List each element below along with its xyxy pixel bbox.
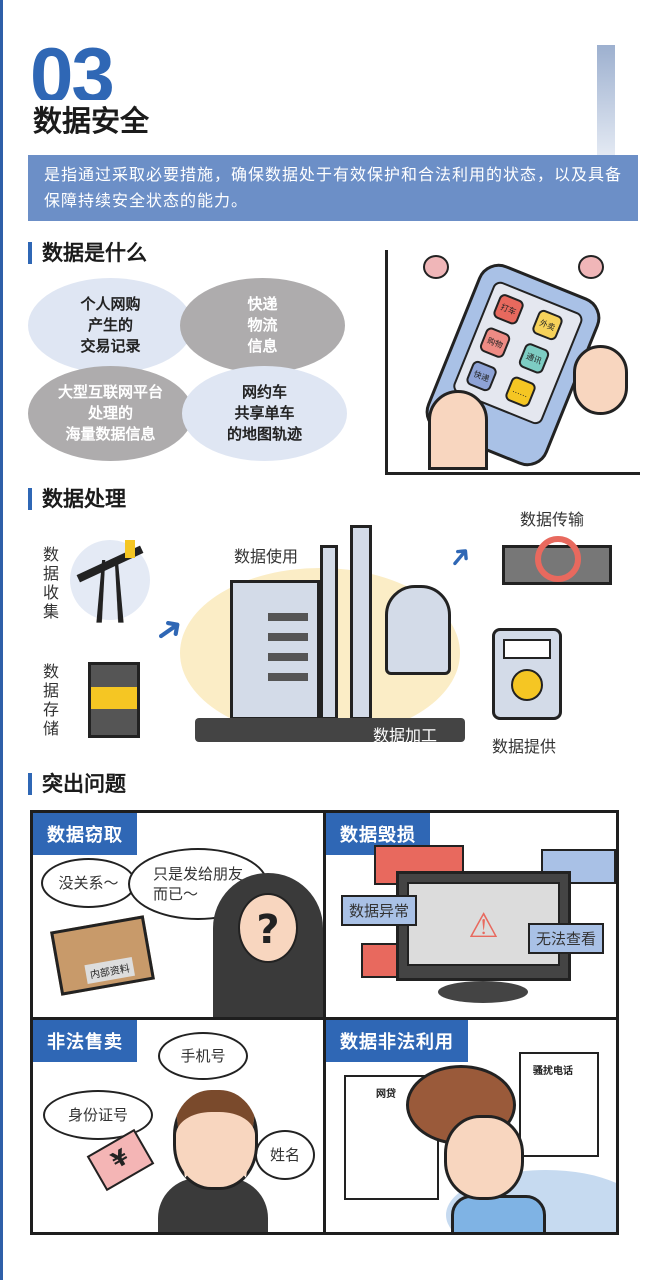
factory-base xyxy=(195,718,465,742)
item-map-tracks: 网约车 共享单车 的地图轨迹 xyxy=(182,366,347,461)
error-tag: 无法查看 xyxy=(528,923,605,954)
document-box-icon: 内部资料 xyxy=(50,915,155,996)
app-delivery: 快递 xyxy=(464,359,499,393)
item-platform-data: 大型互联网平台 处理的 海量数据信息 xyxy=(28,366,193,461)
speech-bubble: 姓名 xyxy=(255,1130,315,1180)
label-provide: 数据提供 xyxy=(492,737,557,756)
hooded-figure: ? xyxy=(213,873,323,1017)
fuel-pump-icon xyxy=(492,628,562,720)
person-face xyxy=(173,1090,258,1190)
hand-icon xyxy=(573,345,628,415)
document-harassment-call: 骚扰电话 xyxy=(519,1052,599,1157)
oil-barrel-icon xyxy=(88,662,140,738)
person-face xyxy=(444,1115,524,1200)
app-shopping: 购物 xyxy=(478,325,512,360)
document-title: 骚扰电话 xyxy=(533,1066,573,1077)
monitor-stand xyxy=(438,981,528,1003)
panel-title: 数据窃取 xyxy=(33,813,137,855)
label-use: 数据使用 xyxy=(234,547,299,566)
error-tag: 数据异常 xyxy=(341,895,418,926)
section-number: 03 xyxy=(30,40,113,100)
phone-illustration: 打车 外卖 购物 通讯 快递 …… xyxy=(385,250,640,475)
section-heading-issues: 突出问题 xyxy=(28,773,126,795)
flower-icon xyxy=(578,255,604,279)
speech-bubble: 手机号 xyxy=(158,1032,248,1080)
panel-illegal-sale: 非法售卖 手机号 身份证号 姓名 ¥ xyxy=(30,1017,326,1235)
app-more: …… xyxy=(503,374,538,409)
panel-title: 非法售卖 xyxy=(33,1020,137,1062)
label-store: 数据存储 xyxy=(42,662,59,738)
left-border xyxy=(0,0,3,1280)
speech-bubble: 没关系～ xyxy=(41,858,136,908)
panel-illegal-use: 数据非法利用 网贷 骚扰电话 xyxy=(323,1017,619,1235)
question-mark-icon: ? xyxy=(238,893,298,963)
app-taxi: 打车 xyxy=(491,292,526,327)
item-logistics: 快递 物流 信息 xyxy=(180,278,345,373)
section-heading-processing: 数据处理 xyxy=(28,488,126,510)
box-label: 内部资料 xyxy=(84,956,135,984)
arrow-icon: ➜ xyxy=(439,536,480,577)
chimney-icon xyxy=(320,545,338,720)
skyline-illustration xyxy=(597,45,615,155)
tank-icon xyxy=(385,585,451,675)
oil-pump-icon xyxy=(70,540,150,623)
flower-icon xyxy=(423,255,449,279)
section-heading-what: 数据是什么 xyxy=(28,242,147,264)
label-collect: 数据收集 xyxy=(42,545,59,621)
label-process: 数据加工 xyxy=(373,726,438,745)
chimney-icon xyxy=(350,525,372,720)
document-title: 网贷 xyxy=(376,1089,396,1100)
panel-data-damage: 数据毁损 ⚠ 数据异常 无法查看 xyxy=(323,810,619,1020)
page-title: 数据安全 xyxy=(33,104,150,138)
panel-data-theft: 数据窃取 没关系～ 只是发给朋友 而已～ ? 内部资料 xyxy=(30,810,326,1020)
app-takeout: 外卖 xyxy=(530,308,565,342)
item-online-shopping: 个人网购 产生的 交易记录 xyxy=(28,278,193,373)
app-messaging: 通讯 xyxy=(517,341,551,376)
label-transmit: 数据传输 xyxy=(520,510,585,529)
panel-title: 数据非法利用 xyxy=(326,1020,468,1062)
hand-icon xyxy=(428,390,488,470)
person-shirt xyxy=(451,1195,546,1232)
factory-building-icon xyxy=(230,580,320,720)
pipe-valve-icon xyxy=(502,536,612,585)
definition-box: 是指通过采取必要措施，确保数据处于有效保护和合法利用的状态，以及具备保障持续安全… xyxy=(28,155,638,221)
